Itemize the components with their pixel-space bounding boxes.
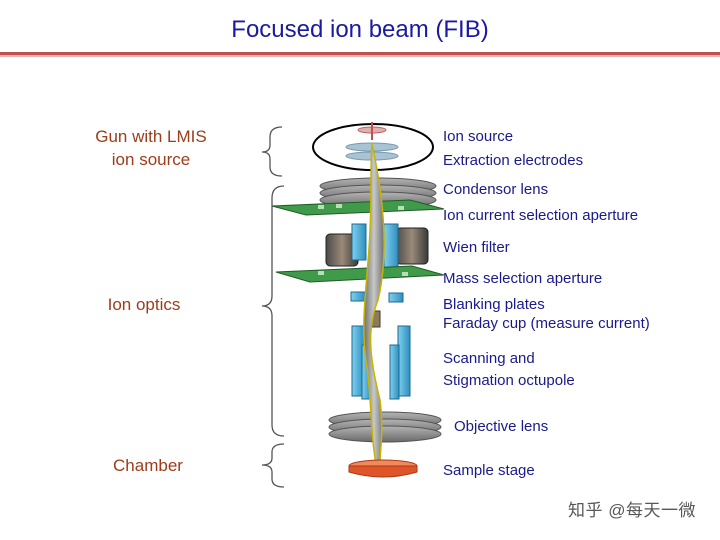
brace-gun xyxy=(261,126,283,177)
label-blanking-plates: Blanking plates xyxy=(443,296,545,313)
label-mass-selection-aperture: Mass selection aperture xyxy=(443,270,603,287)
label-stigmation-octupole: Stigmation octupole xyxy=(443,372,575,389)
ion-current-aperture-plate xyxy=(271,199,445,216)
wien-filter xyxy=(325,223,429,269)
label-extraction-electrodes: Extraction electrodes xyxy=(443,152,584,169)
group-label-chamber: Chamber xyxy=(113,456,183,475)
label-sample-stage: Sample stage xyxy=(443,462,535,479)
title-divider-shadow xyxy=(0,55,720,57)
label-faraday-cup: Faraday cup (measure current) xyxy=(443,315,650,332)
label-ion-current-aperture: Ion current selection aperture xyxy=(443,207,639,224)
title-divider xyxy=(0,52,720,55)
group-label-gun: Gun with LMIS ion source xyxy=(95,127,207,169)
octupole xyxy=(351,325,411,400)
label-wien-filter: Wien filter xyxy=(443,239,510,256)
watermark: 知乎 @每天一微 xyxy=(568,501,696,520)
sample-stage xyxy=(348,459,418,478)
group-label-ion-optics: Ion optics xyxy=(107,295,181,314)
label-condensor-lens: Condensor lens xyxy=(443,181,549,198)
brace-chamber xyxy=(261,443,285,488)
page-title: Focused ion beam (FIB) xyxy=(231,16,489,43)
label-scanning: Scanning and xyxy=(443,350,535,367)
objective-lens xyxy=(328,411,442,443)
label-ion-source: Ion source xyxy=(443,128,514,145)
mass-selection-aperture-plate xyxy=(275,265,445,283)
label-objective-lens: Objective lens xyxy=(454,418,549,435)
brace-ion-optics xyxy=(261,185,285,437)
